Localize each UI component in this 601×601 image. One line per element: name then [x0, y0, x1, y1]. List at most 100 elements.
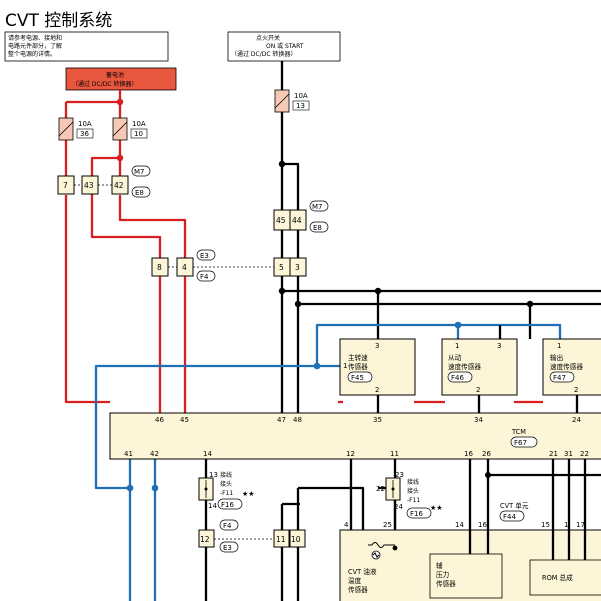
- tcm-pin-41: 41: [124, 450, 133, 458]
- connector-f4-label: F4: [200, 273, 209, 281]
- tcm-pin-42: 42: [150, 450, 159, 458]
- tcm-pin-14: 14: [203, 450, 212, 458]
- black-wires: [204, 61, 601, 601]
- connector-m7-e8-left: 7 43 42 M7 E8: [57, 165, 151, 198]
- connector-e3-label-2: E3: [223, 544, 232, 552]
- fuse-10-amp: 10A: [132, 120, 146, 128]
- battery-box: 蓄电池 （通过 DC/DC 转换器）: [65, 67, 177, 91]
- cvt-unit-label: CVT 单元: [500, 501, 529, 510]
- terminal-4: 4: [182, 263, 187, 272]
- pressure-sensor-line-3: 传感器: [436, 579, 456, 588]
- tcm-pin-34: 34: [474, 416, 483, 424]
- joint-left-stars: ★★: [242, 490, 255, 498]
- splice-gnd-1: [485, 472, 491, 478]
- splice-ign-1: [278, 160, 286, 168]
- note-line-1: 请参考电源、接地和: [8, 34, 62, 42]
- terminal-7: 7: [63, 181, 68, 190]
- splice-cvt-1: [392, 545, 398, 551]
- tcm-pin-31: 31: [564, 450, 573, 458]
- primary-pin-3: 3: [375, 342, 379, 350]
- splice-ign-5: [526, 300, 534, 308]
- tcm-pin-46: 46: [155, 416, 164, 424]
- output-sensor-name: 输出: [550, 353, 563, 362]
- power-note: 请参考电源、接地和 电路元件部分，了解 整个电源的详情。: [4, 31, 169, 62]
- joint-right-label-1: 接线: [407, 478, 419, 486]
- connector-m7-label: M7: [134, 168, 145, 176]
- tcm-pin-16: 16: [464, 450, 473, 458]
- primary-pin-2: 2: [375, 386, 379, 394]
- primary-sensor-name: 主转速: [348, 353, 368, 362]
- splice-ign-3: [374, 287, 382, 295]
- secondary-pin-3: 3: [497, 342, 501, 350]
- splice-ign-4: [294, 300, 302, 308]
- tcm-pin-21: 21: [549, 450, 558, 458]
- diagram-title: CVT 控制系统: [5, 11, 112, 31]
- temp-sensor-line-1: CVT 油液: [348, 567, 377, 576]
- terminal-10: 10: [291, 535, 301, 544]
- connector-e3-label: E3: [200, 252, 209, 260]
- joint-connector-right: 23 22 24 接线 接头 -F11 ★★ F16: [376, 471, 443, 519]
- tcm-pin-12: 12: [346, 450, 355, 458]
- secondary-speed-sensor: 从动 速度传感器 F46 1 3 2: [441, 338, 518, 396]
- terminal-42: 42: [114, 181, 124, 190]
- joint-right-pin-22: 22: [376, 485, 385, 493]
- splice-blue-3: [126, 484, 134, 492]
- fuse-36-amp: 10A: [78, 120, 92, 128]
- fuse-36: 10A 36: [58, 117, 94, 141]
- terminal-45: 45: [276, 216, 286, 225]
- ignition-label: 点火开关: [256, 34, 280, 42]
- secondary-pin-2: 2: [476, 386, 480, 394]
- cvt-pin-14: 14: [455, 521, 464, 529]
- terminal-5: 5: [279, 263, 284, 272]
- joint-left-label-2: 接头: [220, 480, 232, 488]
- output-speed-sensor: 输出 速度传感器 F47 1 2: [542, 338, 601, 396]
- cvt-pin-17: 17: [576, 521, 585, 529]
- splice-fuse10: [116, 154, 124, 162]
- note-line-2: 电路元件部分，了解: [8, 42, 62, 50]
- joint-connector-left: 13 14 接线 接头 -F11 ★★ F16: [198, 471, 255, 510]
- note-line-3: 整个电源的详情。: [8, 50, 56, 58]
- terminal-44: 44: [292, 216, 302, 225]
- splice-blue-2: [454, 321, 462, 329]
- tcm-label: TCM: [511, 428, 526, 436]
- connector-f16-label-2: F16: [410, 510, 423, 518]
- cvt-pin-16: 16: [478, 521, 487, 529]
- connector-f44-label: F44: [503, 513, 516, 521]
- output-sensor-name-2: 速度传感器: [550, 362, 583, 371]
- cvt-pin-15: 15: [541, 521, 550, 529]
- fuse-13-amp: 10A: [294, 92, 308, 100]
- joint-right-label-2: 接头: [407, 487, 419, 495]
- tcm-pin-22: 22: [580, 450, 589, 458]
- primary-speed-sensor: 主转速 传感器 F45 3 1 2: [339, 338, 416, 396]
- ignition-switch-box: 点火开关 ON 或 START （通过 DC/DC 转换器）: [227, 31, 341, 62]
- joint-left-pin-13: 13: [209, 471, 218, 479]
- connector-f46-label: F46: [451, 374, 464, 382]
- connector-f4-label-2: F4: [223, 522, 232, 530]
- joint-right-pin-23: 23: [395, 471, 404, 479]
- connector-m7-label-2: M7: [312, 203, 323, 211]
- terminal-43: 43: [84, 181, 94, 190]
- terminal-12: 12: [200, 535, 210, 544]
- temp-sensor-line-3: 传感器: [348, 585, 368, 594]
- secondary-sensor-name: 从动: [448, 354, 462, 362]
- connector-f47-label: F47: [553, 374, 566, 382]
- tcm-module: TCM F67 46 45 47 48 35 34 24 41 42 14 12…: [109, 412, 601, 460]
- terminal-3: 3: [295, 263, 300, 272]
- connector-f67-label: F67: [514, 439, 527, 447]
- ignition-state: ON 或 START: [266, 42, 304, 50]
- fuse-13-number: 13: [296, 102, 305, 110]
- tcm-pin-11: 11: [390, 450, 399, 458]
- output-pin-1: 1: [557, 342, 561, 350]
- connector-e8-label-2: E8: [313, 224, 322, 232]
- primary-sensor-name-2: 传感器: [348, 362, 368, 371]
- pressure-sensor-line-2: 压力: [436, 570, 449, 579]
- tcm-pin-47: 47: [277, 416, 286, 424]
- connector-f45-label: F45: [351, 374, 364, 382]
- temp-sensor-line-2: 温度: [348, 576, 362, 585]
- connector-f16-label: F16: [221, 501, 234, 509]
- primary-pin-1: 1: [343, 362, 347, 370]
- splice-battery: [116, 98, 124, 106]
- tcm-pin-45: 45: [180, 416, 189, 424]
- output-pin-2: 2: [574, 386, 578, 394]
